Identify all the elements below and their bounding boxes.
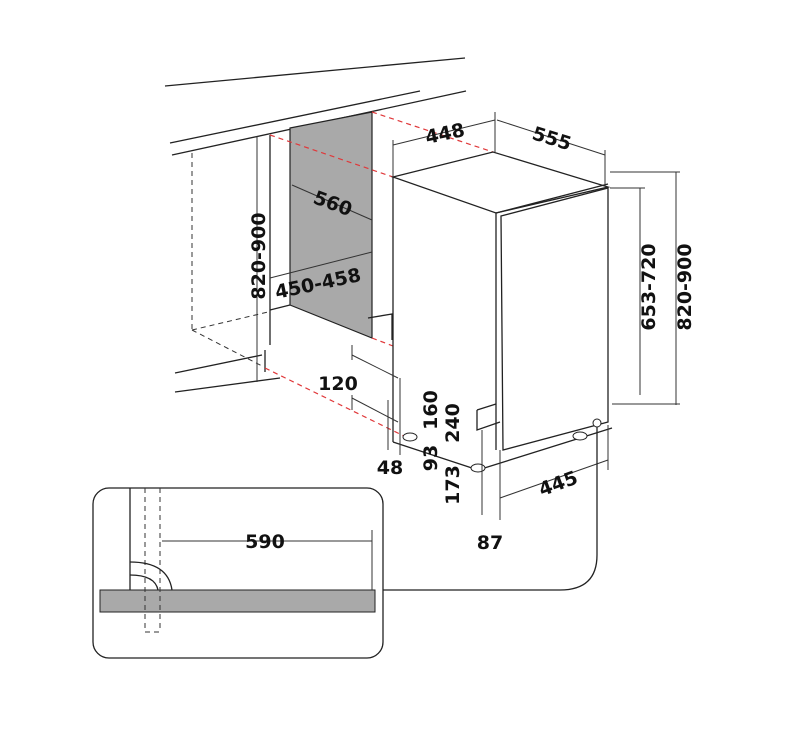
dim-240: 240	[442, 403, 464, 443]
foot	[470, 463, 486, 473]
foot	[402, 432, 418, 442]
side-panel	[289, 111, 373, 339]
dim-555: 555	[530, 123, 574, 156]
dim-160: 160	[420, 390, 442, 430]
panel-shelf	[367, 313, 393, 340]
alignment-guides	[264, 111, 494, 439]
dim-653-720: 653-720	[638, 243, 660, 330]
left-cabinet	[191, 135, 291, 372]
dim-87: 87	[477, 532, 503, 554]
cabinet-base	[174, 354, 281, 393]
drain-hose-connector	[592, 418, 602, 428]
dim-445: 445	[536, 467, 581, 501]
dimension-lines	[256, 112, 680, 520]
foot	[572, 431, 588, 441]
dim-93: 93	[420, 445, 442, 471]
dim-48: 48	[377, 457, 403, 479]
door-clearance-inset	[92, 427, 598, 659]
dim-820-900-right: 820-900	[674, 243, 696, 330]
dim-590: 590	[245, 531, 285, 553]
dim-120: 120	[318, 373, 358, 395]
dim-173: 173	[442, 465, 464, 505]
dim-448: 448	[423, 119, 466, 149]
dim-820-900-left: 820-900	[248, 212, 270, 299]
